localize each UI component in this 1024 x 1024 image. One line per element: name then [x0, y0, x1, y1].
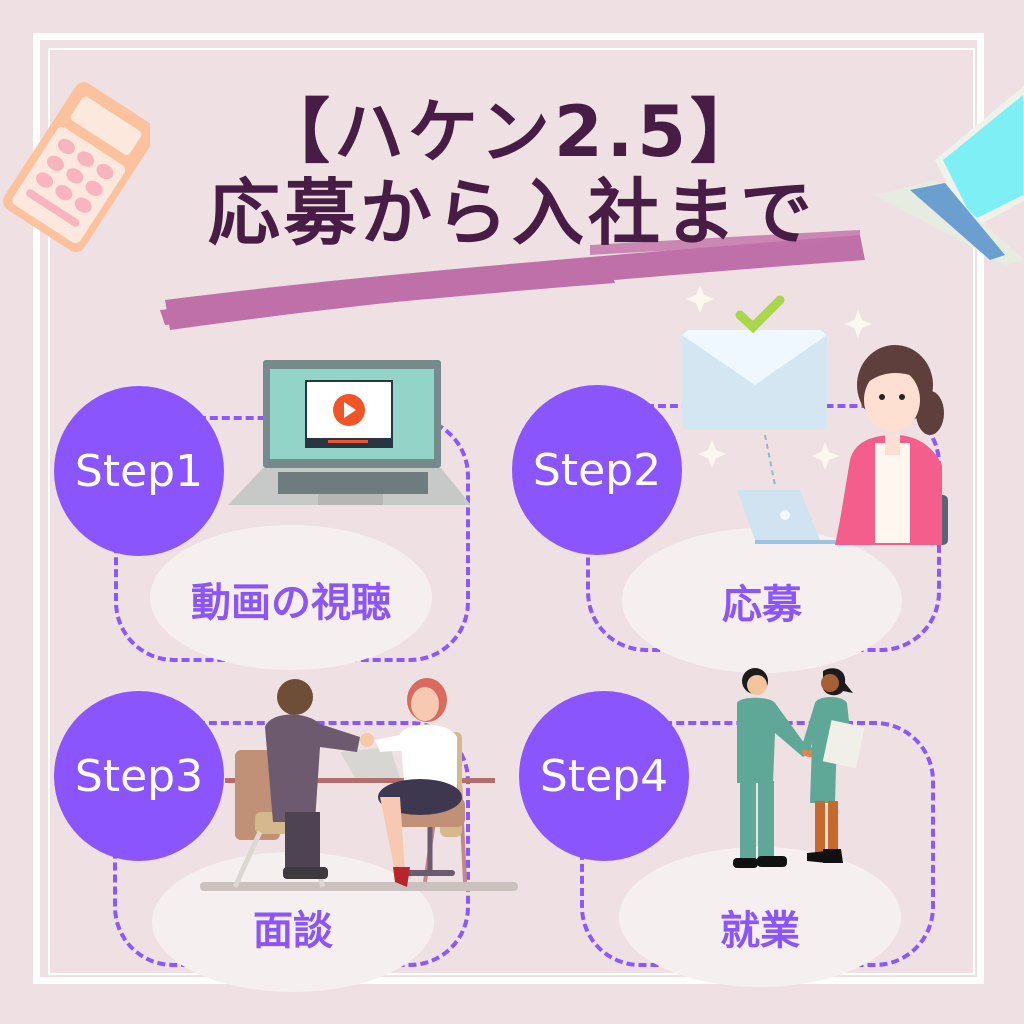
- interview-meeting-icon: [200, 678, 518, 891]
- step4-badge: Step4: [519, 691, 689, 861]
- outer-frame: [33, 33, 984, 984]
- inner-frame: [48, 48, 975, 975]
- step4-label-oval: [619, 847, 901, 987]
- step2-badge: Step2: [512, 385, 682, 555]
- step3-badge: Step3: [54, 691, 224, 861]
- page-title-line2: 応募から入社まで: [207, 171, 816, 255]
- laptop-video-icon: [228, 360, 471, 505]
- laptop-icon: [875, 85, 1024, 265]
- step3-label: 面談: [253, 908, 333, 954]
- step4-label: 就業: [720, 908, 800, 954]
- step1-label: 動画の視聴: [191, 580, 391, 626]
- step2-label-oval: [622, 528, 902, 673]
- step1-badge: Step1: [54, 386, 224, 556]
- step2-label: 応募: [722, 582, 802, 628]
- page-title-line1: 【ハケン2.5】: [260, 91, 764, 173]
- email-application-icon: [682, 285, 948, 545]
- calculator-icon: [2, 82, 150, 253]
- step1-label-oval: [150, 525, 432, 670]
- brush-stroke: [160, 230, 865, 330]
- handshake-icon: [733, 668, 865, 868]
